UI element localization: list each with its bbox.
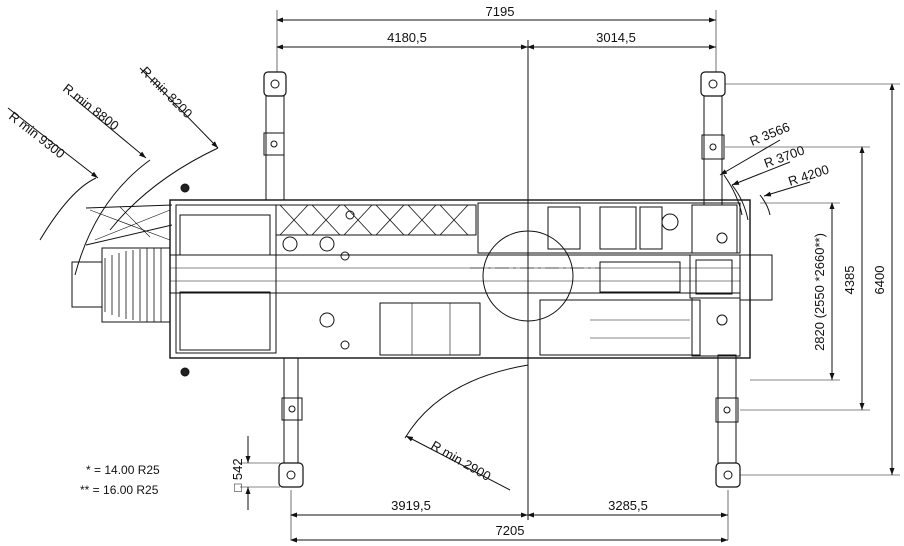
dim-top-total: 7195 (486, 4, 515, 19)
turntable-circle (482, 230, 574, 322)
carrier-body (169, 183, 773, 377)
outrigger-pad-bottom-left (278, 462, 304, 488)
left-radius-arcs: R min 9300 R min 8800 R min 8200 (6, 64, 219, 276)
outriggers (263, 71, 741, 488)
label-r-min-2900: R min 2900 (429, 438, 494, 484)
note-double-star: ** = 16.00 R25 (80, 483, 159, 497)
label-r-min-9300: R min 9300 (6, 109, 68, 162)
note-single-star: * = 14.00 R25 (86, 463, 160, 477)
label-r-min-8200: R min 8200 (138, 64, 196, 122)
dim-bottom-right: 3285,5 (608, 498, 648, 513)
dim-bottom-left: 3919,5 (391, 498, 431, 513)
outrigger-pad-top-left (263, 71, 287, 97)
bottom-radius: R min 2900 (404, 364, 529, 491)
dim-right-half: 2820 (2550 *2660**) (812, 233, 827, 351)
label-r-3566: R 3566 (748, 119, 792, 149)
bottom-dimensions: 3919,5 3285,5 7205 (290, 490, 729, 543)
pad-size-dimension: □ 542 (230, 436, 280, 510)
dim-right-total: 6400 (872, 266, 887, 295)
boom-head (71, 204, 173, 323)
label-r-min-8800: R min 8800 (60, 81, 122, 134)
label-r-4200: R 4200 (786, 162, 831, 189)
outrigger-pad-top-right (700, 71, 726, 97)
dim-pad-size: □ 542 (230, 458, 245, 491)
dim-top-right: 3014,5 (596, 30, 636, 45)
notes: * = 14.00 R25 ** = 16.00 R25 (80, 463, 160, 497)
outrigger-pad-bottom-right (715, 462, 741, 488)
right-dimensions: 6400 4385 2820 (2550 *2660**) (725, 83, 900, 476)
dim-right-mid: 4385 (842, 266, 857, 295)
dim-bottom-total: 7205 (496, 523, 525, 538)
dim-top-left: 4180,5 (387, 30, 427, 45)
top-dimensions: 7195 4180,5 3014,5 (276, 4, 717, 72)
